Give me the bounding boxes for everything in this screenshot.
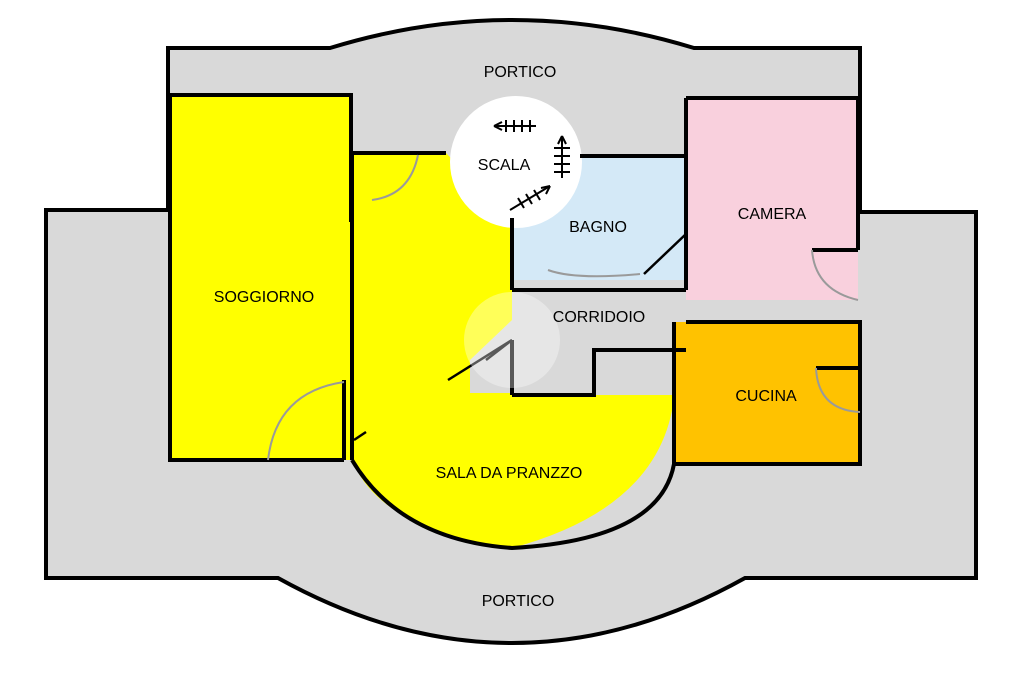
watermark-logo: [464, 292, 560, 388]
cucina-area: [674, 322, 860, 464]
label-portico-bottom: PORTICO: [482, 593, 555, 610]
corridoio-area: [512, 290, 686, 395]
soggiorno-area: [170, 95, 676, 548]
label-scala: SCALA: [478, 157, 531, 174]
label-sala-da-pranzo: SALA DA PRANZZO: [436, 465, 583, 482]
label-soggiorno: SOGGIORNO: [214, 289, 314, 306]
stair-arrows-icon: [493, 120, 570, 211]
label-cucina: CUCINA: [735, 388, 797, 405]
label-camera: CAMERA: [738, 206, 807, 223]
scala-area: [450, 96, 582, 228]
camera-area: [686, 98, 858, 300]
label-corridoio: CORRIDOIO: [553, 309, 645, 326]
doors: [267, 154, 861, 461]
label-bagno: BAGNO: [569, 219, 627, 236]
walls: [168, 93, 862, 551]
label-portico-top: PORTICO: [484, 64, 557, 81]
